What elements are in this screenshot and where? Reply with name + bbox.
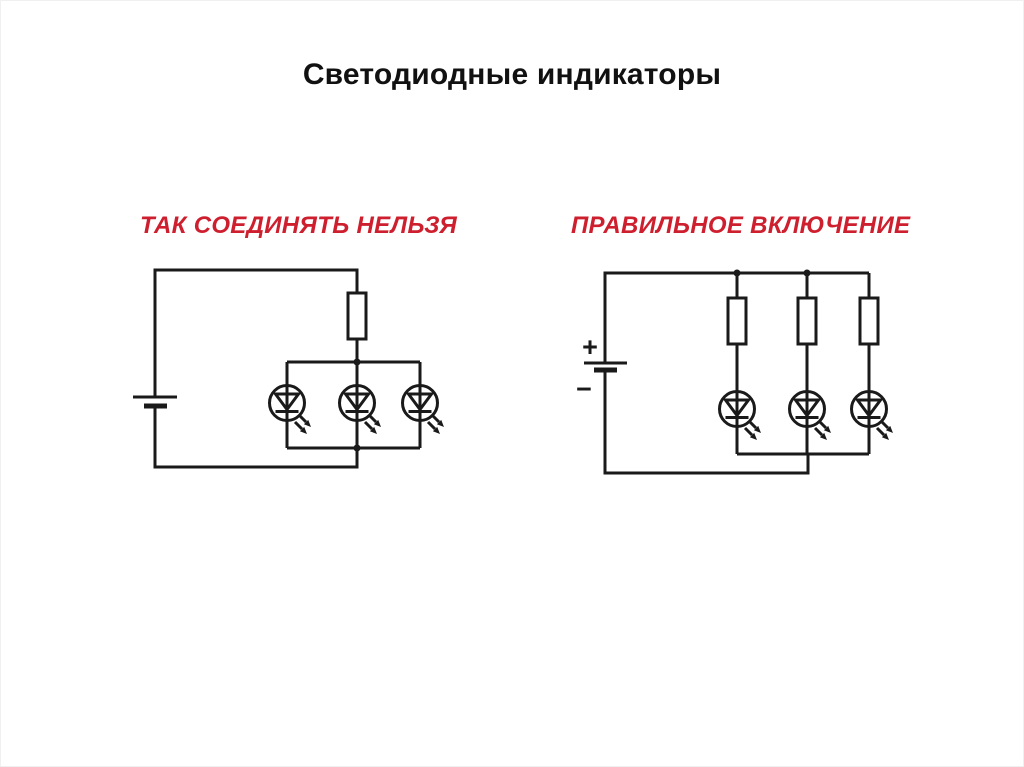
led-icon xyxy=(268,384,313,436)
wire xyxy=(153,339,359,469)
junction-dot xyxy=(733,269,741,277)
junction-dot xyxy=(803,269,811,277)
led-icon xyxy=(718,390,763,442)
correct-circuit-diagram: + − xyxy=(576,269,895,475)
battery-icon xyxy=(133,395,177,409)
led-icon xyxy=(850,390,895,442)
wrong-connection-label: ТАК СОЕДИНЯТЬ НЕЛЬЗЯ xyxy=(140,212,458,239)
resistor-icon xyxy=(346,291,368,341)
wire xyxy=(603,370,810,475)
led-icon xyxy=(338,384,383,436)
junction-dot xyxy=(353,358,361,366)
wire xyxy=(603,271,869,363)
led-icon xyxy=(401,384,446,436)
battery-icon: + − xyxy=(576,332,627,404)
battery-minus-sign: − xyxy=(576,374,592,404)
resistor-icon xyxy=(796,296,818,346)
battery-plus-sign: + xyxy=(582,332,598,362)
wire xyxy=(153,268,359,397)
junction-dot xyxy=(353,444,361,452)
resistor-icon xyxy=(726,296,748,346)
wrong-circuit-diagram xyxy=(133,268,446,469)
led-icon xyxy=(788,390,833,442)
resistor-icon xyxy=(858,296,880,346)
correct-connection-label: ПРАВИЛЬНОЕ ВКЛЮЧЕНИЕ xyxy=(571,212,911,239)
page-title: Светодиодные индикаторы xyxy=(302,58,722,91)
